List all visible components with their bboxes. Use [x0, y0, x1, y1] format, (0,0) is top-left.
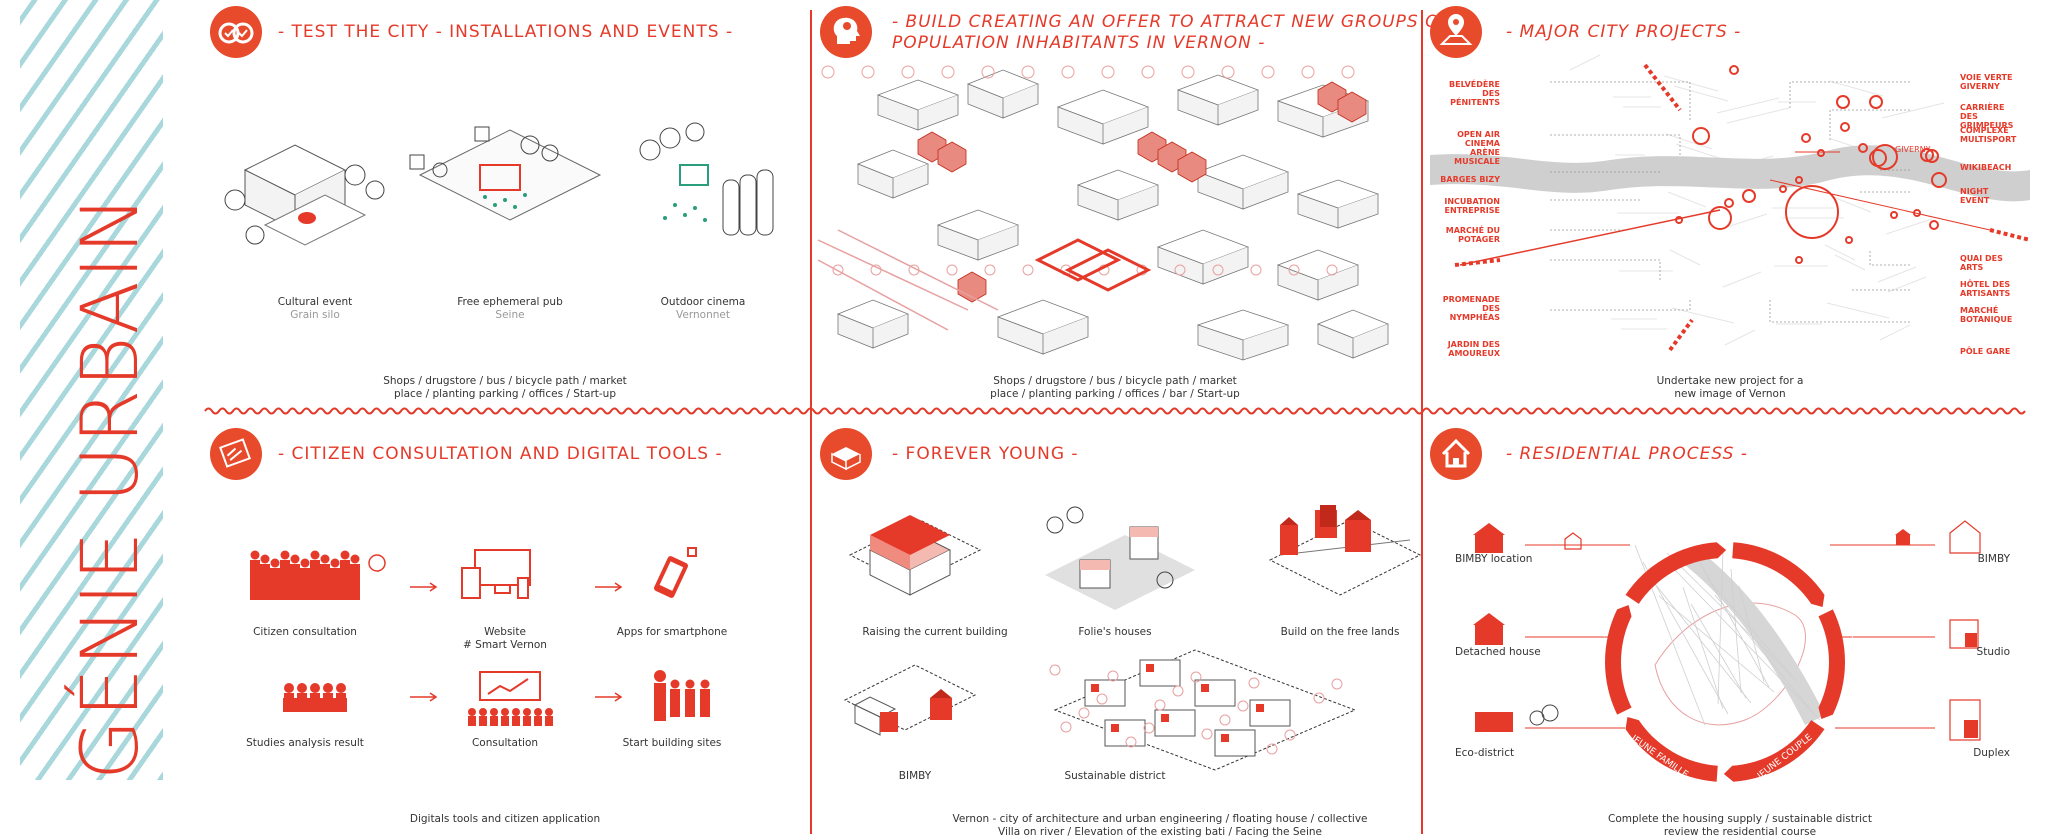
check-badge-icon	[210, 6, 262, 58]
ephemeral-pub-illustration	[409, 126, 602, 221]
panel-footer-build-offer: Shops / drugstore / bus / bicycle path /…	[990, 375, 1240, 400]
panel-title-forever-young: - FOREVER YOUNG -	[892, 444, 1079, 464]
arrow-icon	[410, 582, 438, 592]
folie-houses-illustration	[1045, 506, 1195, 610]
map-label-hotel: HÔTEL DES ARTISANTS	[1960, 280, 2011, 298]
map-label-giverny: GIVERNY	[1895, 145, 1931, 154]
residential-cycle-diagram	[1473, 520, 1981, 782]
smartphone-app-icon	[653, 547, 697, 598]
free-lands-illustration	[1268, 505, 1422, 596]
panel-title-residential: - RESIDENTIAL PROCESS -	[1506, 444, 1748, 464]
map-label-marche-botanique: MARCHÉ BOTANIQUE	[1960, 306, 2013, 324]
side-title: GÉNIE URBAIN	[66, 193, 156, 780]
item-detached-house: Detached house	[1455, 646, 1541, 658]
panel-title-major-projects: - MAJOR CITY PROJECTS -	[1506, 22, 1742, 42]
panel-footer-major-projects: Undertake new project for a new image of…	[1656, 375, 1804, 400]
map-label-carriere: CARRIÈRE DES GRIMPEURS	[1960, 103, 2014, 130]
map-label-open-air-cinema: OPEN AIR CINEMA	[1457, 130, 1500, 148]
map-label-barges-bizy: BARGES BIZY	[1440, 175, 1500, 184]
item-raising-building: Raising the current building	[862, 626, 1008, 638]
map-label-promenade: PROMENADE DES NYMPHÉAS	[1442, 295, 1500, 322]
item-label: Outdoor cinema	[660, 296, 746, 308]
item-outdoor-cinema: Outdoor cinema Vernonnet	[638, 296, 768, 322]
meeting-table-icon	[283, 683, 347, 712]
map-label-belvedere: BELVÉDÈRE DES PÉNITENTS	[1449, 80, 1500, 107]
item-label: Cultural event	[277, 296, 353, 308]
panel-footer-citizen: Digitals tools and citizen application	[409, 813, 601, 825]
crowd-icon	[250, 550, 386, 600]
map-label-night-event: NIGHT EVENT	[1960, 187, 1990, 205]
wavy-row-divider	[204, 407, 2026, 415]
item-citizen-consultation: Citizen consultation	[253, 626, 357, 638]
city-axonometric-illustration	[817, 60, 1413, 365]
panel-footer-forever-young: Vernon - city of architecture and urban …	[952, 813, 1368, 838]
item-bimby-right: BIMBY	[1977, 553, 2010, 565]
map-label-incubation: INCUBATION ENTREPRISE	[1444, 197, 1500, 215]
item-studies: Studies analysis result	[246, 737, 364, 749]
item-sublabel: # Smart Vernon	[463, 639, 547, 651]
map-label-wikibeach: WIKIBEACH	[1960, 163, 2012, 172]
presentation-icon	[468, 671, 553, 726]
map-label-voie-verte: VOIE VERTE GIVERNY	[1960, 73, 2013, 91]
panel-title-build-offer: - BUILD CREATING AN OFFER TO ATTRACT NEW…	[892, 12, 1451, 53]
map-label-quai-arts: QUAI DES ARTS	[1960, 254, 2003, 272]
devices-icon	[461, 549, 531, 599]
item-ephemeral-pub: Free ephemeral pub Seine	[445, 296, 575, 322]
arrow-icon	[595, 582, 623, 592]
vernon-map	[1430, 54, 2031, 352]
outdoor-cinema-illustration	[639, 122, 774, 236]
house-icon	[1430, 428, 1482, 480]
isometric-house-icon	[820, 428, 872, 480]
sustainable-district-illustration	[1049, 649, 1357, 771]
item-building-sites: Start building sites	[622, 737, 722, 749]
head-idea-icon	[820, 6, 872, 58]
item-consultation: Consultation	[471, 737, 539, 749]
map-label-arene-musicale: ARÈNE MUSICALE	[1454, 148, 1500, 166]
map-label-pole-gare: PÔLE GARE	[1960, 347, 2011, 356]
item-sublabel: Grain silo	[290, 309, 340, 321]
grain-silo-illustration	[224, 144, 385, 246]
arrow-icon	[410, 692, 438, 702]
map-pin-icon	[1430, 6, 1482, 58]
item-sublabel: Vernonnet	[676, 309, 730, 321]
item-apps: Apps for smartphone	[616, 626, 728, 638]
item-sublabel: Seine	[495, 309, 525, 321]
item-bimby: BIMBY	[898, 770, 932, 782]
bimby-illustration	[843, 664, 977, 736]
item-free-lands: Build on the free lands	[1280, 626, 1400, 638]
map-label-jardin: JARDIN DES AMOUREUX	[1447, 340, 1500, 358]
item-label: Free ephemeral pub	[457, 296, 563, 308]
column-divider-1	[810, 10, 812, 834]
panel-footer-residential: Complete the housing supply / sustainabl…	[1608, 813, 1872, 838]
arrow-icon	[595, 692, 623, 702]
item-eco-district: Eco-district	[1455, 747, 1515, 759]
map-label-marche-potager: MARCHÉ DU POTAGER	[1445, 226, 1500, 244]
map-label-complexe: COMPLEXE MULTISPORT	[1960, 126, 2017, 144]
item-studio: Studio	[1976, 646, 2010, 658]
item-website: Website # Smart Vernon	[440, 626, 570, 652]
decorative-stripes	[20, 0, 163, 780]
panel-title-citizen: - CITIZEN CONSULTATION AND DIGITAL TOOLS…	[278, 444, 723, 464]
item-label: Website	[484, 626, 526, 638]
panel-footer-test-city: Shops / drugstore / bus / bicycle path /…	[383, 375, 627, 400]
item-bimby-location: BIMBY location	[1455, 553, 1533, 565]
raising-building-illustration	[848, 515, 982, 596]
newspaper-icon	[210, 428, 262, 480]
item-sustainable-district: Sustainable district	[1064, 770, 1166, 782]
column-divider-2	[1421, 10, 1423, 834]
item-folie-houses: Folie's houses	[1078, 626, 1152, 638]
item-duplex: Duplex	[1973, 747, 2010, 759]
panel-title-test-city: - TEST THE CITY - INSTALLATIONS AND EVEN…	[278, 22, 734, 42]
construction-workers-icon	[654, 670, 710, 721]
item-cultural-event: Cultural event Grain silo	[250, 296, 380, 322]
